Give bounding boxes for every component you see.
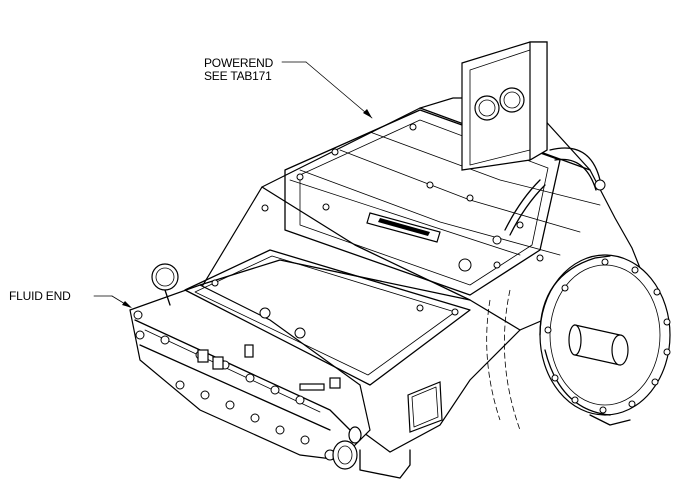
flange-bolts bbox=[544, 258, 671, 414]
fluid-end-label: FLUID END bbox=[9, 289, 71, 303]
pressure-gauge bbox=[151, 263, 179, 306]
valve-ports bbox=[197, 344, 341, 391]
powerend-leader bbox=[281, 61, 373, 119]
fluid-end-leader bbox=[93, 295, 132, 308]
fluid-end-callout: FLUID END bbox=[9, 290, 71, 303]
powerend-label: POWEREND bbox=[204, 56, 274, 70]
discharge-fitting bbox=[332, 426, 362, 470]
input-shaft bbox=[568, 324, 629, 366]
powerend-reference: SEE TAB171 bbox=[204, 69, 272, 83]
powerend-callout: POWEREND SEE TAB171 bbox=[204, 57, 273, 83]
hose-lines bbox=[492, 147, 606, 245]
panel-bolts bbox=[211, 123, 544, 339]
base-feet bbox=[359, 414, 631, 479]
side-access-cover bbox=[407, 381, 443, 433]
nameplate bbox=[366, 212, 441, 243]
gauge-mount-bracket bbox=[461, 41, 548, 171]
